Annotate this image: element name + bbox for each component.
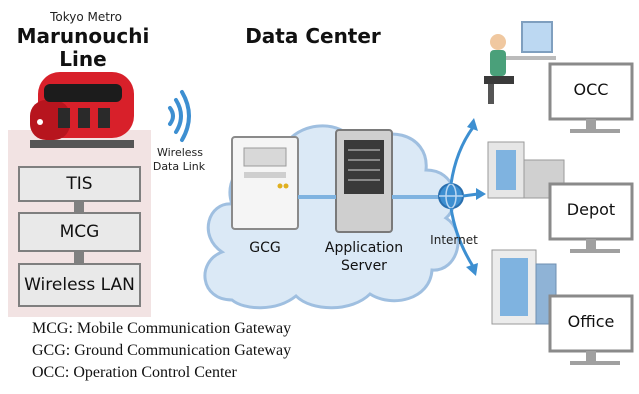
internet-label: Internet: [430, 233, 478, 247]
gcg-server-icon: [231, 136, 299, 230]
operator-person-icon: [484, 21, 556, 104]
wireless-signal-icon: [168, 90, 191, 142]
train-line-name-2: Line: [59, 47, 107, 71]
legend-item-gcg: GCG: Ground Communication Gateway: [32, 342, 292, 359]
box-connector: [74, 201, 84, 212]
legend: MCG: Mobile Communication Gateway GCG: G…: [32, 318, 412, 384]
train-line-name-1: Marunouchi: [16, 24, 150, 48]
legend-item-occ: OCC: Operation Control Center: [32, 364, 237, 381]
box-connector: [74, 252, 84, 263]
data-center-title: Data Center: [245, 24, 381, 48]
gcg-label: GCG: [249, 240, 281, 256]
legend-item-mcg: MCG: Mobile Communication Gateway: [32, 320, 292, 337]
endpoint-office-label: Office: [567, 312, 615, 331]
app-server-label-2: Server: [341, 258, 387, 274]
application-server-icon: [335, 129, 393, 233]
wireless-lan-box: Wireless LAN: [18, 263, 141, 307]
monitor-depot: [548, 182, 634, 253]
arrow-heads: [466, 118, 486, 276]
tis-box: TIS: [18, 166, 141, 202]
app-server-label-1: Application: [324, 240, 404, 256]
office-building-icon: [491, 249, 557, 325]
internet-globe-icon: [438, 183, 464, 209]
endpoint-depot-label: Depot: [566, 200, 616, 219]
wireless-link-label-1: Wireless: [156, 146, 204, 159]
internet-arrows: [449, 125, 479, 269]
train-operator-label: Tokyo Metro: [50, 10, 122, 24]
wireless-link-label-2: Data Link: [152, 160, 206, 173]
endpoint-occ-label: OCC: [573, 80, 609, 99]
train-image: [30, 72, 134, 148]
monitor-office: [548, 294, 634, 365]
monitor-occ: [548, 62, 634, 133]
mcg-box: MCG: [18, 212, 141, 252]
